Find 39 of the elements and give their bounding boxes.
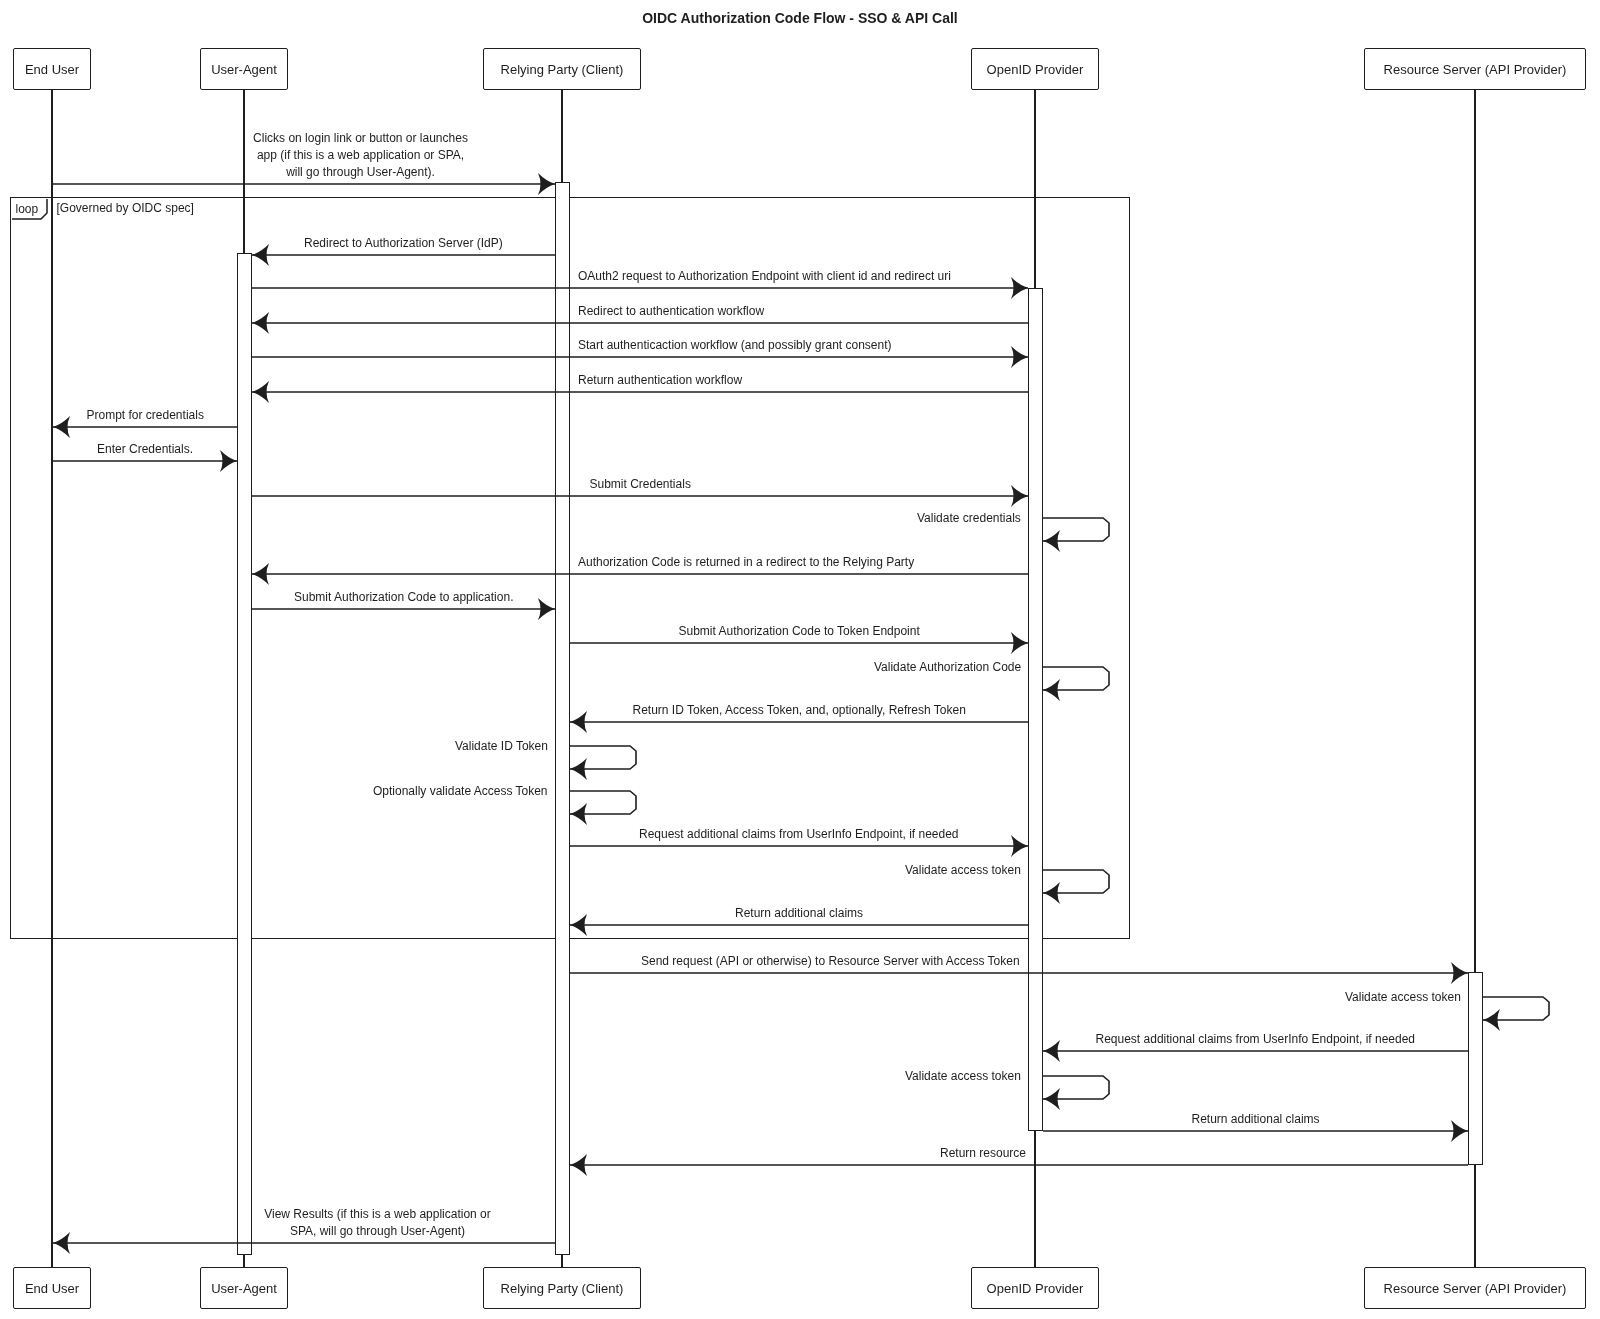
message-label: Send request (API or otherwise) to Resource Server with Access Token [639, 953, 1022, 970]
participant-box [13, 48, 91, 90]
participant-name: Resource Server (API Provider) [1383, 61, 1567, 77]
activation-bar [1468, 972, 1483, 1165]
message-label: OAuth2 request to Authorization Endpoint with client id and redirect uri [576, 268, 953, 285]
participant-box [1364, 1267, 1586, 1309]
participant-box [13, 1267, 91, 1309]
message-label: Request additional claims from UserInfo Endpoint, if needed [1093, 1031, 1417, 1048]
activation-bar [1028, 288, 1043, 1131]
participant-box [200, 1267, 288, 1309]
message-label: Start authenticaction workflow (and possibly grant consent) [576, 337, 894, 354]
participant-name: User-Agent [211, 1280, 277, 1296]
diagram-title: OIDC Authorization Code Flow - SSO & API Call [642, 10, 958, 26]
message-label: Submit Authorization Code to Token Endpoint [676, 623, 922, 640]
activation-bar [555, 182, 570, 1255]
participant-name: User-Agent [211, 61, 277, 77]
participant-box [971, 1267, 1099, 1309]
participant-box [483, 48, 641, 90]
participant-name: OpenID Provider [986, 61, 1084, 77]
participant-name: End User [24, 1280, 80, 1296]
participant-box [483, 1267, 641, 1309]
participant-name: Relying Party (Client) [500, 61, 624, 77]
message-label: Redirect to Authorization Server (IdP) [302, 235, 505, 252]
message-label: Submit Authorization Code to application. [292, 589, 516, 606]
participant-box [971, 48, 1099, 90]
message-label: Clicks on login link or button or launches app (if this is a web application or SPA, will go through User-Agent). [251, 130, 470, 181]
participant-name: End User [24, 61, 80, 77]
message-label: Request additional claims from UserInfo Endpoint, if needed [637, 826, 961, 843]
lifeline [51, 90, 53, 1267]
message-label: Prompt for credentials [84, 407, 206, 424]
participant-box [200, 48, 288, 90]
activation-bar [237, 253, 252, 1255]
participant-box [1364, 48, 1586, 90]
message-label: Return ID Token, Access Token, and, optionally, Refresh Token [630, 702, 968, 719]
participant-name: OpenID Provider [986, 1280, 1084, 1296]
loop-operator: loop [11, 198, 47, 219]
participant-name: Relying Party (Client) [500, 1280, 624, 1296]
message-label: Authorization Code is returned in a redirect to the Relying Party [576, 554, 917, 571]
participant-name: Resource Server (API Provider) [1383, 1280, 1567, 1296]
